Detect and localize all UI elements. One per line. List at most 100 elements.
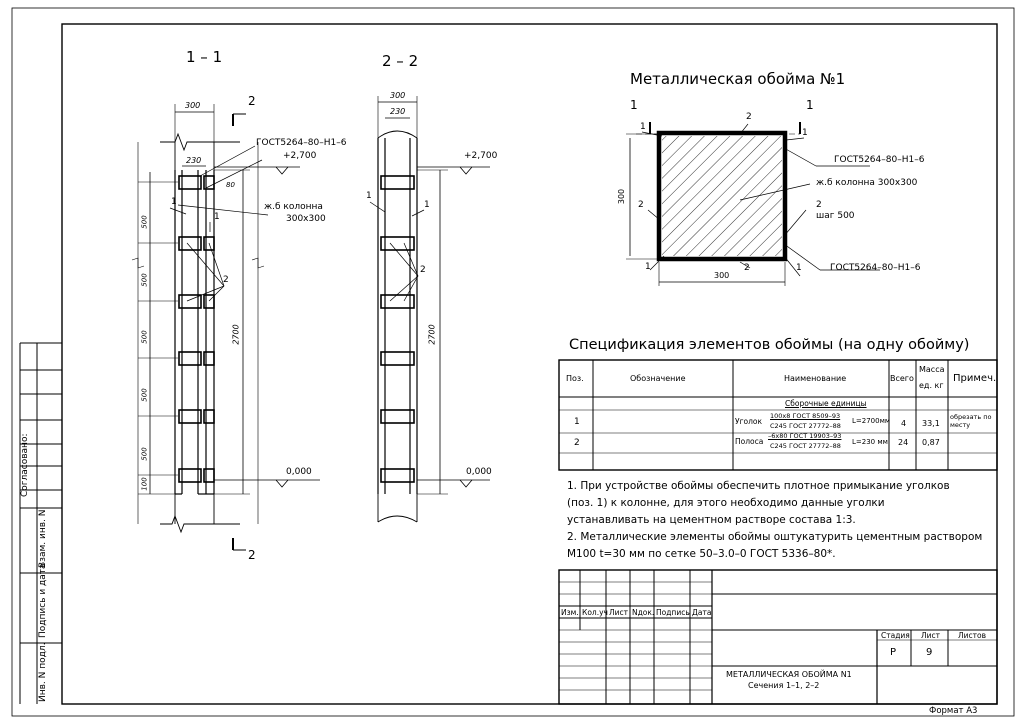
plan-gost-bottom: ГОСТ5264–80–Н1–6 <box>830 263 921 273</box>
section-2-2 <box>369 96 490 523</box>
s11-spacing-3: 500 <box>140 330 149 344</box>
s11-gost: ГОСТ5264–80–Н1–6 <box>256 138 347 148</box>
s11-spacing-1: 500 <box>140 215 149 229</box>
tb-col-sign: Подпись <box>656 608 690 617</box>
s11-cut-bottom: 2 <box>248 548 256 562</box>
spec-row1-note-1: обрезать по <box>950 413 992 421</box>
spec-row1-type: Уголок <box>735 417 763 426</box>
spec-h-designation: Обозначение <box>630 374 686 383</box>
plan-pos1-bl: 1 <box>645 262 651 272</box>
section-1-1 <box>131 104 320 551</box>
note-line-1: 1. При устройстве обоймы обеспечить плот… <box>567 480 950 492</box>
s11-spacing-2: 500 <box>140 273 149 287</box>
spec-title: Спецификация элементов обоймы (на одну о… <box>569 337 970 353</box>
note-line-2: (поз. 1) к колонне, для этого необходимо… <box>567 497 885 509</box>
tb-format: Формат А3 <box>929 706 978 716</box>
s22-dim-top: 300 <box>390 91 406 100</box>
spec-row2-line1: –6х80 ГОСТ 19903–93 <box>768 432 842 440</box>
spec-row1-mass: 33,1 <box>922 419 940 428</box>
s11-pos1-left: 1 <box>171 197 177 207</box>
plan-pos1-br: 1 <box>796 263 802 273</box>
s11-spacing-5: 500 <box>140 447 149 461</box>
s22-height: 2700 <box>427 324 437 345</box>
s11-column-label-2: 300х300 <box>286 214 326 224</box>
spec-row2-mass: 0,87 <box>922 438 940 447</box>
s22-pos1-left: 1 <box>366 191 372 201</box>
spec-h-note: Примеч. <box>953 373 997 384</box>
s22-elev-top: +2,700 <box>464 151 498 161</box>
side-stamp <box>19 342 62 704</box>
s11-dim-top: 300 <box>185 101 201 110</box>
spec-row1-pos: 1 <box>574 417 580 427</box>
plan-pos2-bottom: 2 <box>744 263 750 273</box>
plan-title: Металлическая обойма №1 <box>630 70 846 88</box>
tb-col-izm: Изм. <box>561 608 579 617</box>
s22-elev-bottom: 0,000 <box>466 467 492 477</box>
tb-sheet-header: Лист <box>921 631 941 640</box>
plan-pos1-tr: 1 <box>802 128 808 138</box>
s11-pos1-right: 1 <box>214 212 220 222</box>
s22-pos1-right: 1 <box>424 200 430 210</box>
s11-pos2: 2 <box>223 275 229 285</box>
note-line-4: 2. Металлические элементы обоймы оштукат… <box>567 531 983 543</box>
spec-h-qty: Всего <box>890 374 914 383</box>
s11-spacing-4: 500 <box>140 388 149 402</box>
spec-row1-note-2: месту <box>950 421 971 429</box>
plan-dim-h: 300 <box>617 188 627 205</box>
plan-step: шаг 500 <box>816 211 855 221</box>
plan-pos1-tl: 1 <box>640 122 646 132</box>
note-line-5: М100 t=30 мм по сетке 50–3.0–0 ГОСТ 5336… <box>567 548 836 560</box>
spec-row1-qty: 4 <box>901 419 907 428</box>
s11-cut-top: 2 <box>248 94 256 108</box>
section-1-1-title: 1 – 1 <box>186 48 223 66</box>
s11-dim-inner: 230 <box>186 156 202 165</box>
tb-col-kol: Кол.уч <box>582 608 608 617</box>
plan-pos2-step: 2 <box>816 200 822 210</box>
plan-cut-left: 1 <box>630 98 638 112</box>
side-agreed: Согласовано: <box>20 434 30 497</box>
s11-column-label-1: ж.б колонна <box>264 202 323 212</box>
spec-row2-line2: С245 ГОСТ 27772–88 <box>770 442 841 450</box>
tb-name-2: Сечения 1–1, 2–2 <box>748 681 820 690</box>
spec-row2-pos: 2 <box>574 438 580 448</box>
spec-row2-qty: 24 <box>898 438 909 447</box>
title-block-grid <box>558 569 998 705</box>
side-sign-date: Подпись и дата <box>38 563 48 638</box>
tb-stage-header: Стадия <box>881 631 910 640</box>
plan-dim-w: 300 <box>714 271 730 280</box>
tb-sheet: 9 <box>926 647 933 658</box>
spec-table-grid <box>558 359 998 471</box>
spec-group: Сборочные единицы <box>785 399 867 408</box>
section-2-2-title: 2 – 2 <box>382 52 419 70</box>
tb-stage: Р <box>890 647 897 658</box>
tb-name-1: МЕТАЛЛИЧЕСКАЯ ОБОЙМА N1 <box>726 670 852 679</box>
plan-column: ж.б колонна 300х300 <box>816 178 918 188</box>
note-line-3: устанавливать на цементном растворе сост… <box>567 514 856 526</box>
spec-h-name: Наименование <box>784 374 847 383</box>
side-inv-podl: Инв. N подл. <box>38 643 48 702</box>
s22-pos2: 2 <box>420 265 426 275</box>
plan-pos2-top: 2 <box>746 112 752 122</box>
plan-gost-top: ГОСТ5264–80–Н1–6 <box>834 155 925 165</box>
spec-h-mass-2: ед. кг <box>919 381 944 390</box>
spec-row2-type: Полоса <box>735 437 764 446</box>
spec-h-pos: Поз. <box>566 374 584 383</box>
tb-col-date: Дата <box>692 608 712 617</box>
spec-row1-line2: С245 ГОСТ 27772–88 <box>770 422 841 430</box>
outer-frame <box>11 7 1015 717</box>
s11-spacing-6: 100 <box>140 477 149 491</box>
s11-height: 2700 <box>231 324 241 345</box>
s11-dim-80: 80 <box>226 181 235 189</box>
s11-elev-bottom: 0,000 <box>286 467 312 477</box>
spec-row1-line1: 100х8 ГОСТ 8509–93 <box>770 412 841 420</box>
plan-pos2-left: 2 <box>638 200 644 210</box>
inner-frame <box>61 23 998 705</box>
plan-view <box>626 122 880 286</box>
spec-row1-length: L=2700мм <box>852 417 891 425</box>
side-inv-vzam: Взам. инв. N <box>38 510 48 568</box>
s11-elev-top: +2,700 <box>283 151 317 161</box>
tb-sheets-header: Листов <box>958 631 987 640</box>
spec-h-mass-1: Масса <box>919 365 945 374</box>
s22-dim-inner: 230 <box>390 107 406 116</box>
